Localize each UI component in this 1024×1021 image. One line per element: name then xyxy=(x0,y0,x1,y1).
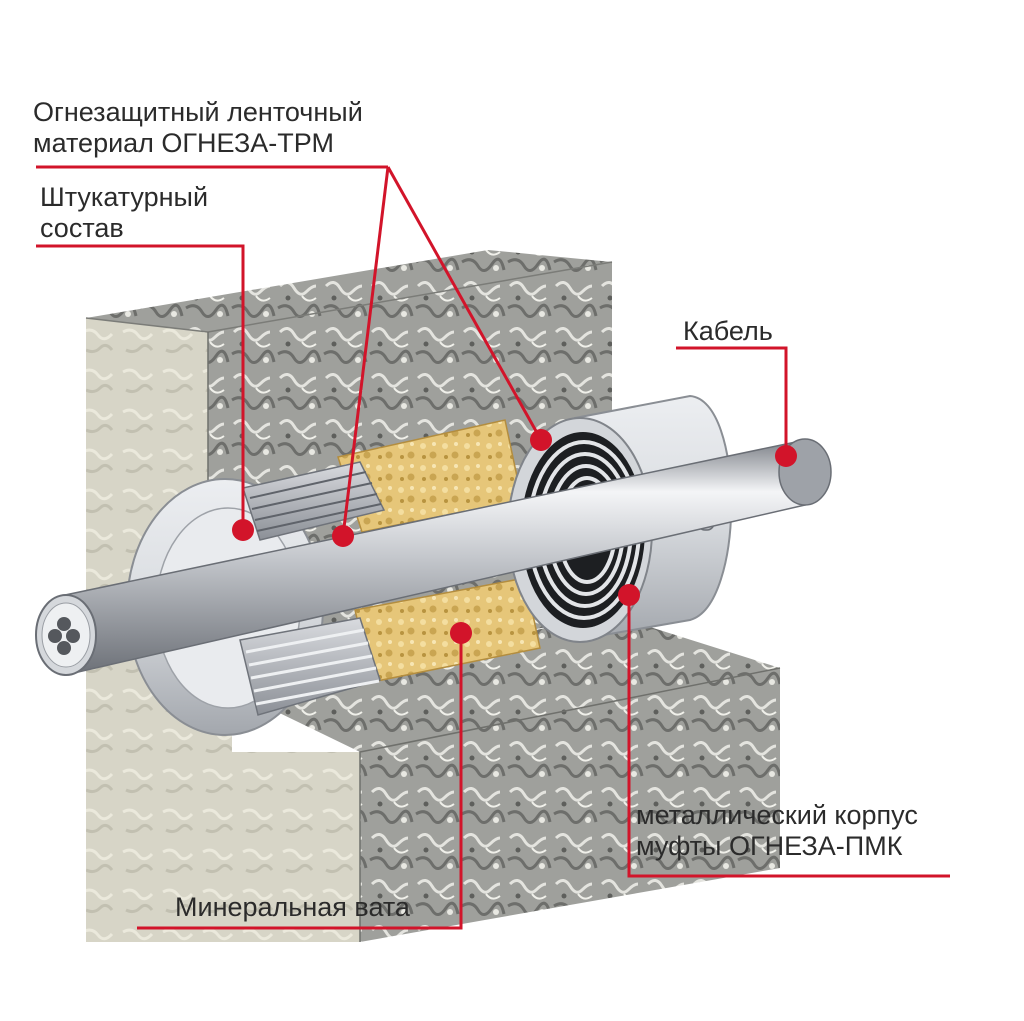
tape-wrap-lower xyxy=(239,617,381,716)
leader-tape-to-spiral xyxy=(386,166,543,441)
label-mineral-wool: Минеральная вата xyxy=(175,892,410,922)
label-line: Огнезащитный ленточный xyxy=(33,97,363,127)
dot-plaster xyxy=(232,519,254,541)
leader-cable xyxy=(676,346,788,456)
wall-front-face xyxy=(86,318,360,942)
dot-cable xyxy=(775,445,797,467)
label-line: металлический корпус xyxy=(636,800,918,830)
label-plaster-compound: Штукатурный состав xyxy=(40,182,208,244)
label-line: Штукатурный xyxy=(40,182,209,212)
dot-wool xyxy=(450,622,472,644)
wall-step-top-face xyxy=(232,615,780,752)
label-fire-protective-tape: Огнезащитный ленточный материал ОГНЕЗА-Т… xyxy=(33,97,363,159)
wall-step-front-face xyxy=(360,668,780,942)
label-cable: Кабель xyxy=(683,316,773,346)
wall-top-face xyxy=(86,250,612,332)
label-metal-housing: металлический корпус муфты ОГНЕЗА-ПМК xyxy=(636,800,918,862)
cable xyxy=(35,438,832,676)
leader-dots xyxy=(232,429,797,644)
dot-tape-wrap xyxy=(332,525,354,547)
label-line: состав xyxy=(40,213,124,243)
leader-lines xyxy=(36,165,950,930)
leader-tape-to-tape xyxy=(341,166,390,537)
label-line: муфты ОГНЕЗА-ПМК xyxy=(636,831,903,861)
leader-housing xyxy=(627,595,950,878)
dot-housing xyxy=(618,584,640,606)
label-line: материал ОГНЕЗА-ТРМ xyxy=(33,128,334,158)
leader-plaster xyxy=(36,244,245,530)
cable-cores xyxy=(48,617,80,655)
dot-tape-spiral xyxy=(530,429,552,451)
leader-wool xyxy=(137,633,463,930)
